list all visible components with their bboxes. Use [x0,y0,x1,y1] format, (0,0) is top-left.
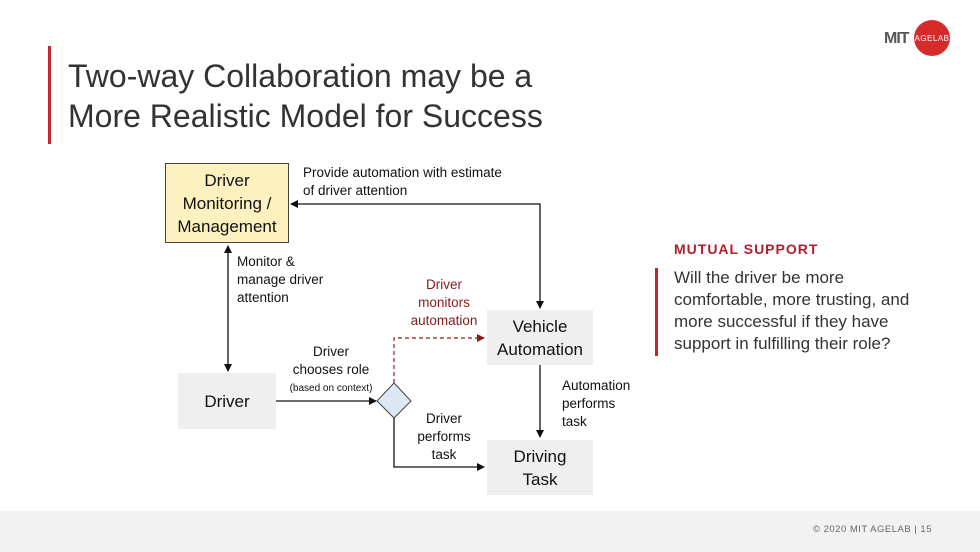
mit-logo-text: MIT [884,30,910,47]
node-vehicle-automation-label: Vehicle Automation [497,316,583,359]
node-driver-monitoring: Driver Monitoring / Management [165,163,289,243]
agelab-logo-circle: AGELAB [914,20,950,56]
node-vehicle-automation: Vehicle Automation [487,310,593,365]
title-line-2: More Realistic Model for Success [68,98,543,134]
slide-title: Two-way Collaboration may be a More Real… [68,56,543,136]
sidebar-heading: MUTUAL SUPPORT [674,241,819,257]
node-driving-task: Driving Task [487,440,593,495]
footer-text: © 2020 MIT AGELAB | 15 [812,524,932,535]
node-driver-label: Driver [204,391,250,411]
node-driver-monitoring-label: Driver Monitoring / Management [177,170,277,236]
label-provide-estimate: Provide automation with estimate of driv… [303,165,502,198]
title-line-1: Two-way Collaboration may be a [68,58,533,94]
mit-agelab-logo: MIT AGELAB [884,20,954,56]
connector-decision-to-automation [393,334,485,383]
label-based-on-context: (based on context) [289,383,373,394]
decision-diamond [376,382,412,419]
connector-decision-to-task [393,418,485,471]
label-driver-performs-task: Driver performs task [417,411,471,462]
connector-automation-to-monitoring [290,200,544,309]
footer-band [0,511,980,552]
node-driver: Driver [178,373,276,429]
node-driving-task-label: Driving Task [513,446,567,489]
sidebar-accent-bar [655,268,658,356]
label-monitor-manage: Monitor & manage driver attention [237,254,324,305]
label-driver-monitors-automation: Driver monitors automation [410,277,478,328]
sidebar-body: Will the driver be more comfortable, mor… [674,268,910,353]
label-automation-performs-task: Automation performs task [562,378,631,429]
label-driver-chooses-role: Driver chooses role [292,344,370,377]
title-accent-bar [48,46,51,144]
